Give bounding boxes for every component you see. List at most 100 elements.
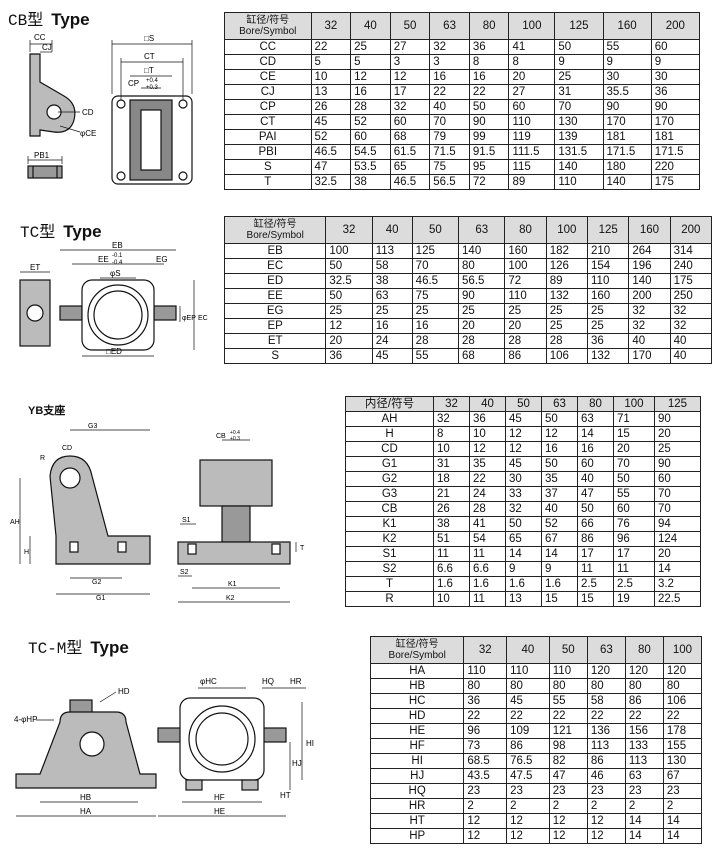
cb-bore-header: 80 [468,12,510,40]
tc-table-cell: 250 [669,288,713,304]
yb-bore-header: 63 [540,396,578,412]
tc-table-cell: 170 [628,348,671,364]
yb-table-cell: 50 [612,471,655,487]
yb-table-cell: 15 [612,426,655,442]
tcm-table-cell: 46 [586,768,626,784]
tcm-row-symbol: HC [369,693,465,709]
cb-header-label-en: Bore/Symbol [239,26,297,37]
tc-label-ee-tol-dn: -0.4 [112,260,123,266]
cb-title-series: CB型 [8,12,44,30]
yb-row-symbol: S1 [345,546,434,562]
tc-table-cell: 210 [587,243,630,259]
tc-label-ed: □ED [106,347,122,356]
yb-label-t: T [300,545,305,552]
cb-table-cell: 5 [310,54,352,70]
yb-table-cell: 1.6 [540,576,578,592]
cb-table-cell: 60 [350,129,391,145]
cb-table-cell: 40 [429,99,470,115]
cb-table-cell: 25 [350,39,391,55]
tcm-table-cell: 22 [624,708,664,724]
cb-pin [27,165,63,179]
yb-table-cell: 14 [540,546,578,562]
yb-bore-header: 80 [576,396,614,412]
tc-label-ee-tol-up: -0.1 [112,253,123,259]
yb-table-cell: 70 [653,486,702,502]
cb-row-symbol: CJ [224,84,312,100]
yb-table-cell: 66 [576,516,614,532]
cb-row-symbol: PAI [224,129,312,145]
tc-table-cell: 40 [628,333,671,349]
cb-table-cell: 46.5 [310,144,352,160]
tc-label-ep: φEP [182,315,196,322]
yb-table-cell: 71 [612,411,655,427]
tcm-label-hb: HB [80,793,91,802]
cb-table-cell: 38 [350,174,391,190]
yb-label-s1: S1 [182,517,191,524]
tcm-table-cell: 22 [586,708,626,724]
cb-drawing: CC CJ CD φCE PB1 □S CT □T CP +0.4 +0.3 [27,33,193,185]
cb-label-cp-tol-dn: +0.3 [146,85,159,91]
tc-table-cell: 25 [587,318,630,334]
cb-table-cell: 55 [602,39,652,55]
tcm-table-cell: 136 [586,723,626,739]
tc-table-cell: 314 [669,243,713,259]
tcm-table-cell: 110 [506,663,550,679]
cb-table-cell: 12 [350,69,391,85]
cb-table-cell: 50 [554,39,604,55]
yb-bore-header: 50 [504,396,542,412]
tcm-table-cell: 43.5 [463,768,508,784]
yb-label-ah: AH [10,519,20,526]
tc-table-cell: 126 [545,258,589,274]
yb-drawing: G3 CD R AH H G2 G1 CB +0.4 +0.3 S1 T S2 … [10,423,305,603]
cb-table-cell: 32 [389,99,431,115]
tcm-label-he: HE [214,807,225,816]
tc-label-eg: EG [156,255,168,264]
tcm-label-hf: HF [214,793,225,802]
yb-label-s2: S2 [180,569,189,576]
tc-row-symbol: ED [223,273,327,289]
yb-table-cell: 6.6 [432,561,470,577]
yb-table-cell: 31 [432,456,470,472]
tcm-table-cell: 47 [548,768,588,784]
tcm-table-cell: 23 [586,783,626,799]
tc-table-cell: 63 [371,288,413,304]
cb-table-cell: 10 [310,69,352,85]
cb-table-cell: 32.5 [310,174,352,190]
yb-table-cell: 11 [468,546,506,562]
tc-table-cell: 182 [545,243,589,259]
cb-table-cell: 90 [650,99,701,115]
tcm-table-cell: 80 [662,678,703,694]
yb-label-k1: K1 [228,581,237,588]
yb-table-cell: 20 [653,426,702,442]
tc-drawing: ET EB EE -0.1 -0.4 EG φS φEP EC □ED [19,241,208,357]
cb-table-cell: 60 [389,114,431,130]
yb-table-cell: 47 [576,486,614,502]
tc-table-cell: 110 [504,288,547,304]
yb-table-cell: 45 [504,456,542,472]
tc-table-cell: 24 [371,333,413,349]
tcm-table-cell: 80 [548,678,588,694]
tcm-table-cell: 2 [463,798,508,814]
cb-table-cell: 70 [554,99,604,115]
cb-table-cell: 181 [602,129,652,145]
yb-table-cell: 60 [576,456,614,472]
tc-bore-header: 80 [504,216,547,244]
tc-table-cell: 50 [325,288,373,304]
tcm-table-cell: 110 [548,663,588,679]
cb-table-cell: 5 [350,54,391,70]
tcm-table-cell: 67 [662,768,703,784]
tc-row-symbol: EC [223,258,327,274]
tcm-table-cell: 121 [548,723,588,739]
cb-table-cell: 171.5 [650,144,701,160]
cb-table-cell: 70 [429,114,470,130]
yb-table-cell: 11 [468,591,506,607]
cb-row-symbol: CP [224,99,312,115]
